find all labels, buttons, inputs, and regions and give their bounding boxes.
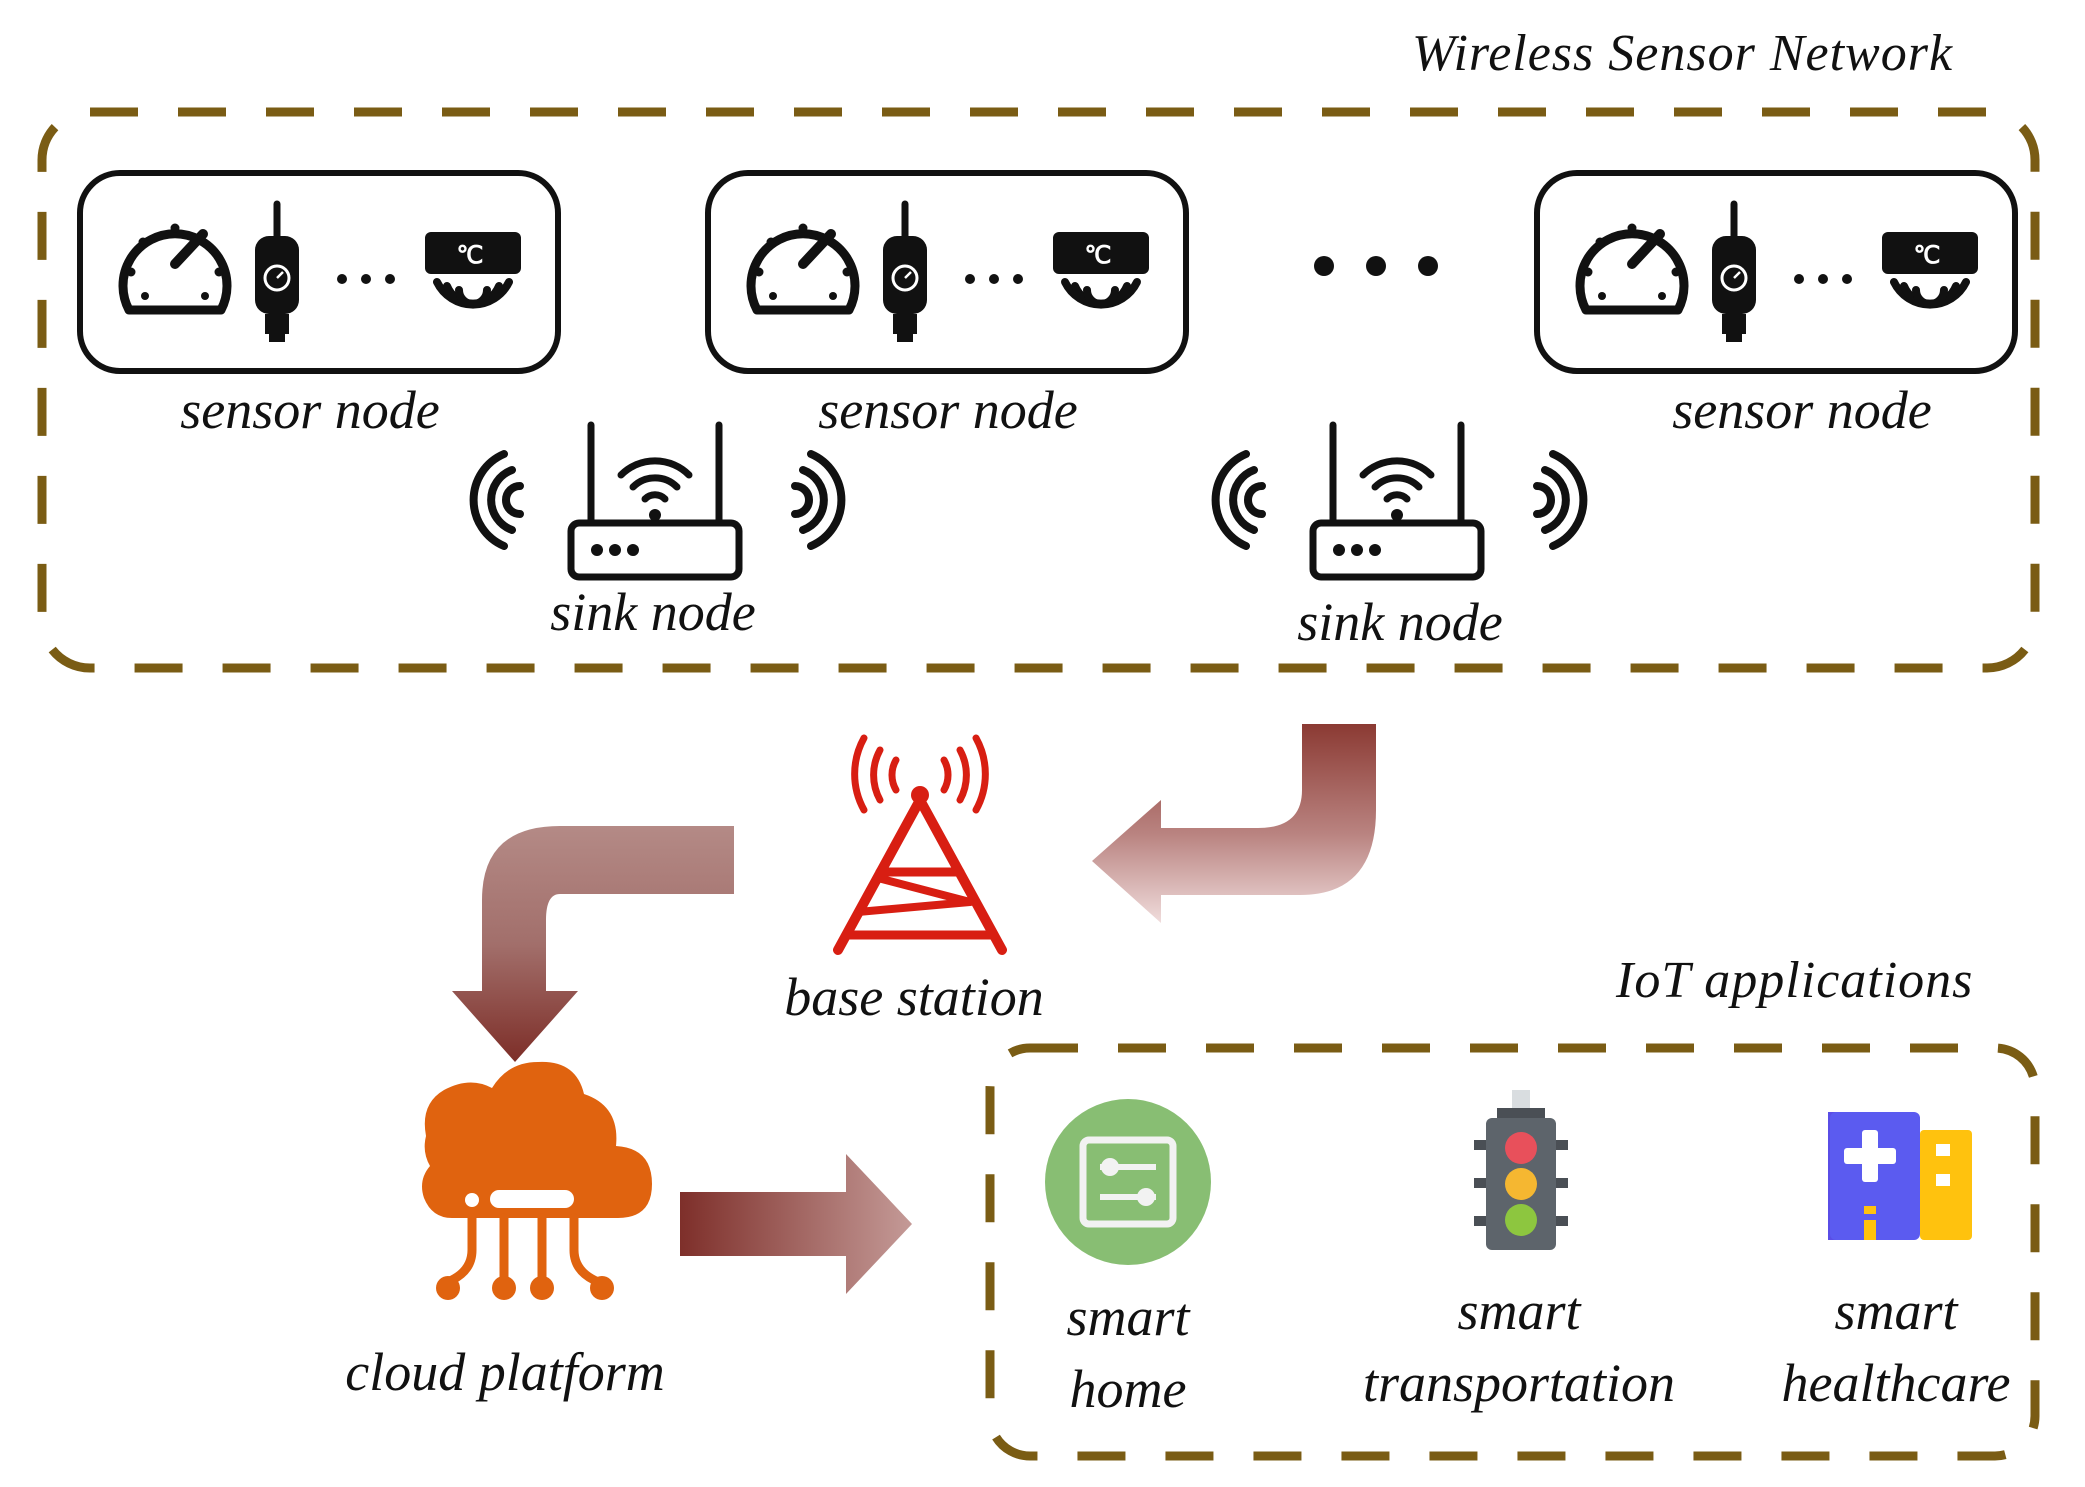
iot-title: IoT applications: [1616, 952, 1974, 1009]
sensor-node-label-1: sensor node: [180, 380, 440, 440]
traffic-light-icon: [1474, 1090, 1568, 1250]
smart-healthcare-label-line2: healthcare: [1781, 1353, 2011, 1413]
smart-home-label-line2: home: [1069, 1359, 1187, 1419]
wsn-boundary: [37, 107, 2040, 673]
smart-healthcare-label-line1: smart: [1834, 1281, 1958, 1341]
sink-node-label-2: sink node: [1297, 592, 1503, 652]
cloud-platform-icon: [422, 1061, 652, 1300]
sensor-node-3: ℃: [1534, 170, 2018, 374]
wsn-title: Wireless Sensor Network: [1412, 25, 1954, 82]
sensor-node-label-3: sensor node: [1672, 380, 1932, 440]
cell-tower-icon: [833, 734, 1007, 955]
sink-node-label-1: sink node: [550, 582, 756, 642]
cloud-platform-label: cloud platform: [345, 1342, 665, 1402]
temp-unit-label: ℃: [1914, 242, 1941, 269]
smart-transportation-label-line1: smart: [1457, 1281, 1581, 1341]
sink-node-2: [1216, 425, 1584, 577]
base-station-label: base station: [784, 967, 1044, 1027]
signal-left-icon: [474, 454, 520, 546]
temp-unit-label: ℃: [1085, 242, 1112, 269]
temp-unit-label: ℃: [457, 242, 484, 269]
ellipsis-icon: [1794, 274, 1852, 284]
sensor-node-1: ℃: [77, 170, 561, 374]
hospital-icon: [1828, 1112, 1972, 1240]
smart-transportation-label-line2: transportation: [1362, 1353, 1676, 1413]
signal-right-icon: [795, 454, 841, 546]
ellipsis-icon: [337, 274, 395, 284]
router-icon: [1313, 425, 1481, 577]
arrow-wsn-to-base: [1092, 724, 1376, 923]
arrow-base-to-cloud: [452, 826, 734, 1062]
signal-right-icon: [1537, 454, 1583, 546]
sink-node-1: [474, 425, 842, 577]
sensor-node-2: ℃: [705, 170, 1189, 374]
sensor-node-label-2: sensor node: [818, 380, 1078, 440]
more-nodes-ellipsis-icon: [1314, 256, 1438, 276]
ellipsis-icon: [965, 274, 1023, 284]
smart-home-icon: [1045, 1099, 1211, 1265]
arrow-cloud-to-iot: [680, 1154, 912, 1294]
signal-left-icon: [1216, 454, 1262, 546]
iot-boundary: [985, 1043, 2040, 1461]
smart-home-label-line1: smart: [1066, 1287, 1190, 1347]
router-icon: [571, 425, 739, 577]
